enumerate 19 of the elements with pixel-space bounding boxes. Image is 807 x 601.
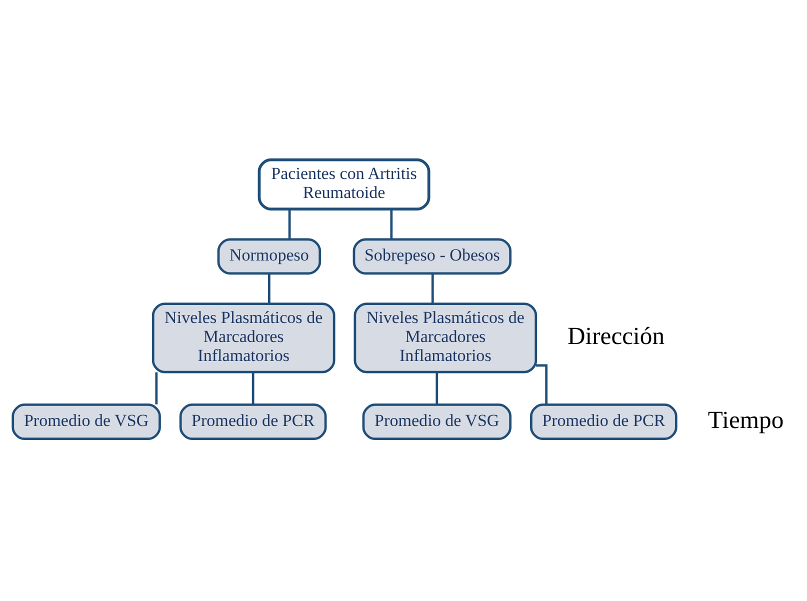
connector <box>431 274 434 304</box>
node-box: Promedio de VSG <box>12 404 161 440</box>
connector <box>288 209 291 240</box>
node-box: Niveles Plasmáticos de Marcadores Inflamatorios <box>152 302 336 374</box>
node-box: Normopeso <box>217 238 322 275</box>
connector <box>436 372 438 404</box>
node-box: Promedio de VSG <box>362 404 512 440</box>
node-box: Pacientes con Artritis Reumatoide <box>258 158 430 210</box>
node-box: Niveles Plasmáticos de Marcadores Inflamatorios <box>354 302 538 374</box>
connector <box>252 372 254 404</box>
label: Dirección <box>567 322 665 350</box>
node-box: Promedio de PCR <box>179 404 327 440</box>
connector <box>390 209 393 240</box>
connector <box>536 364 548 405</box>
node-box: Promedio de PCR <box>530 404 678 440</box>
node-box: Sobrepeso - Obesos <box>352 238 512 275</box>
connector <box>268 274 270 304</box>
label: Tiempo <box>708 406 784 434</box>
connector <box>155 372 158 404</box>
